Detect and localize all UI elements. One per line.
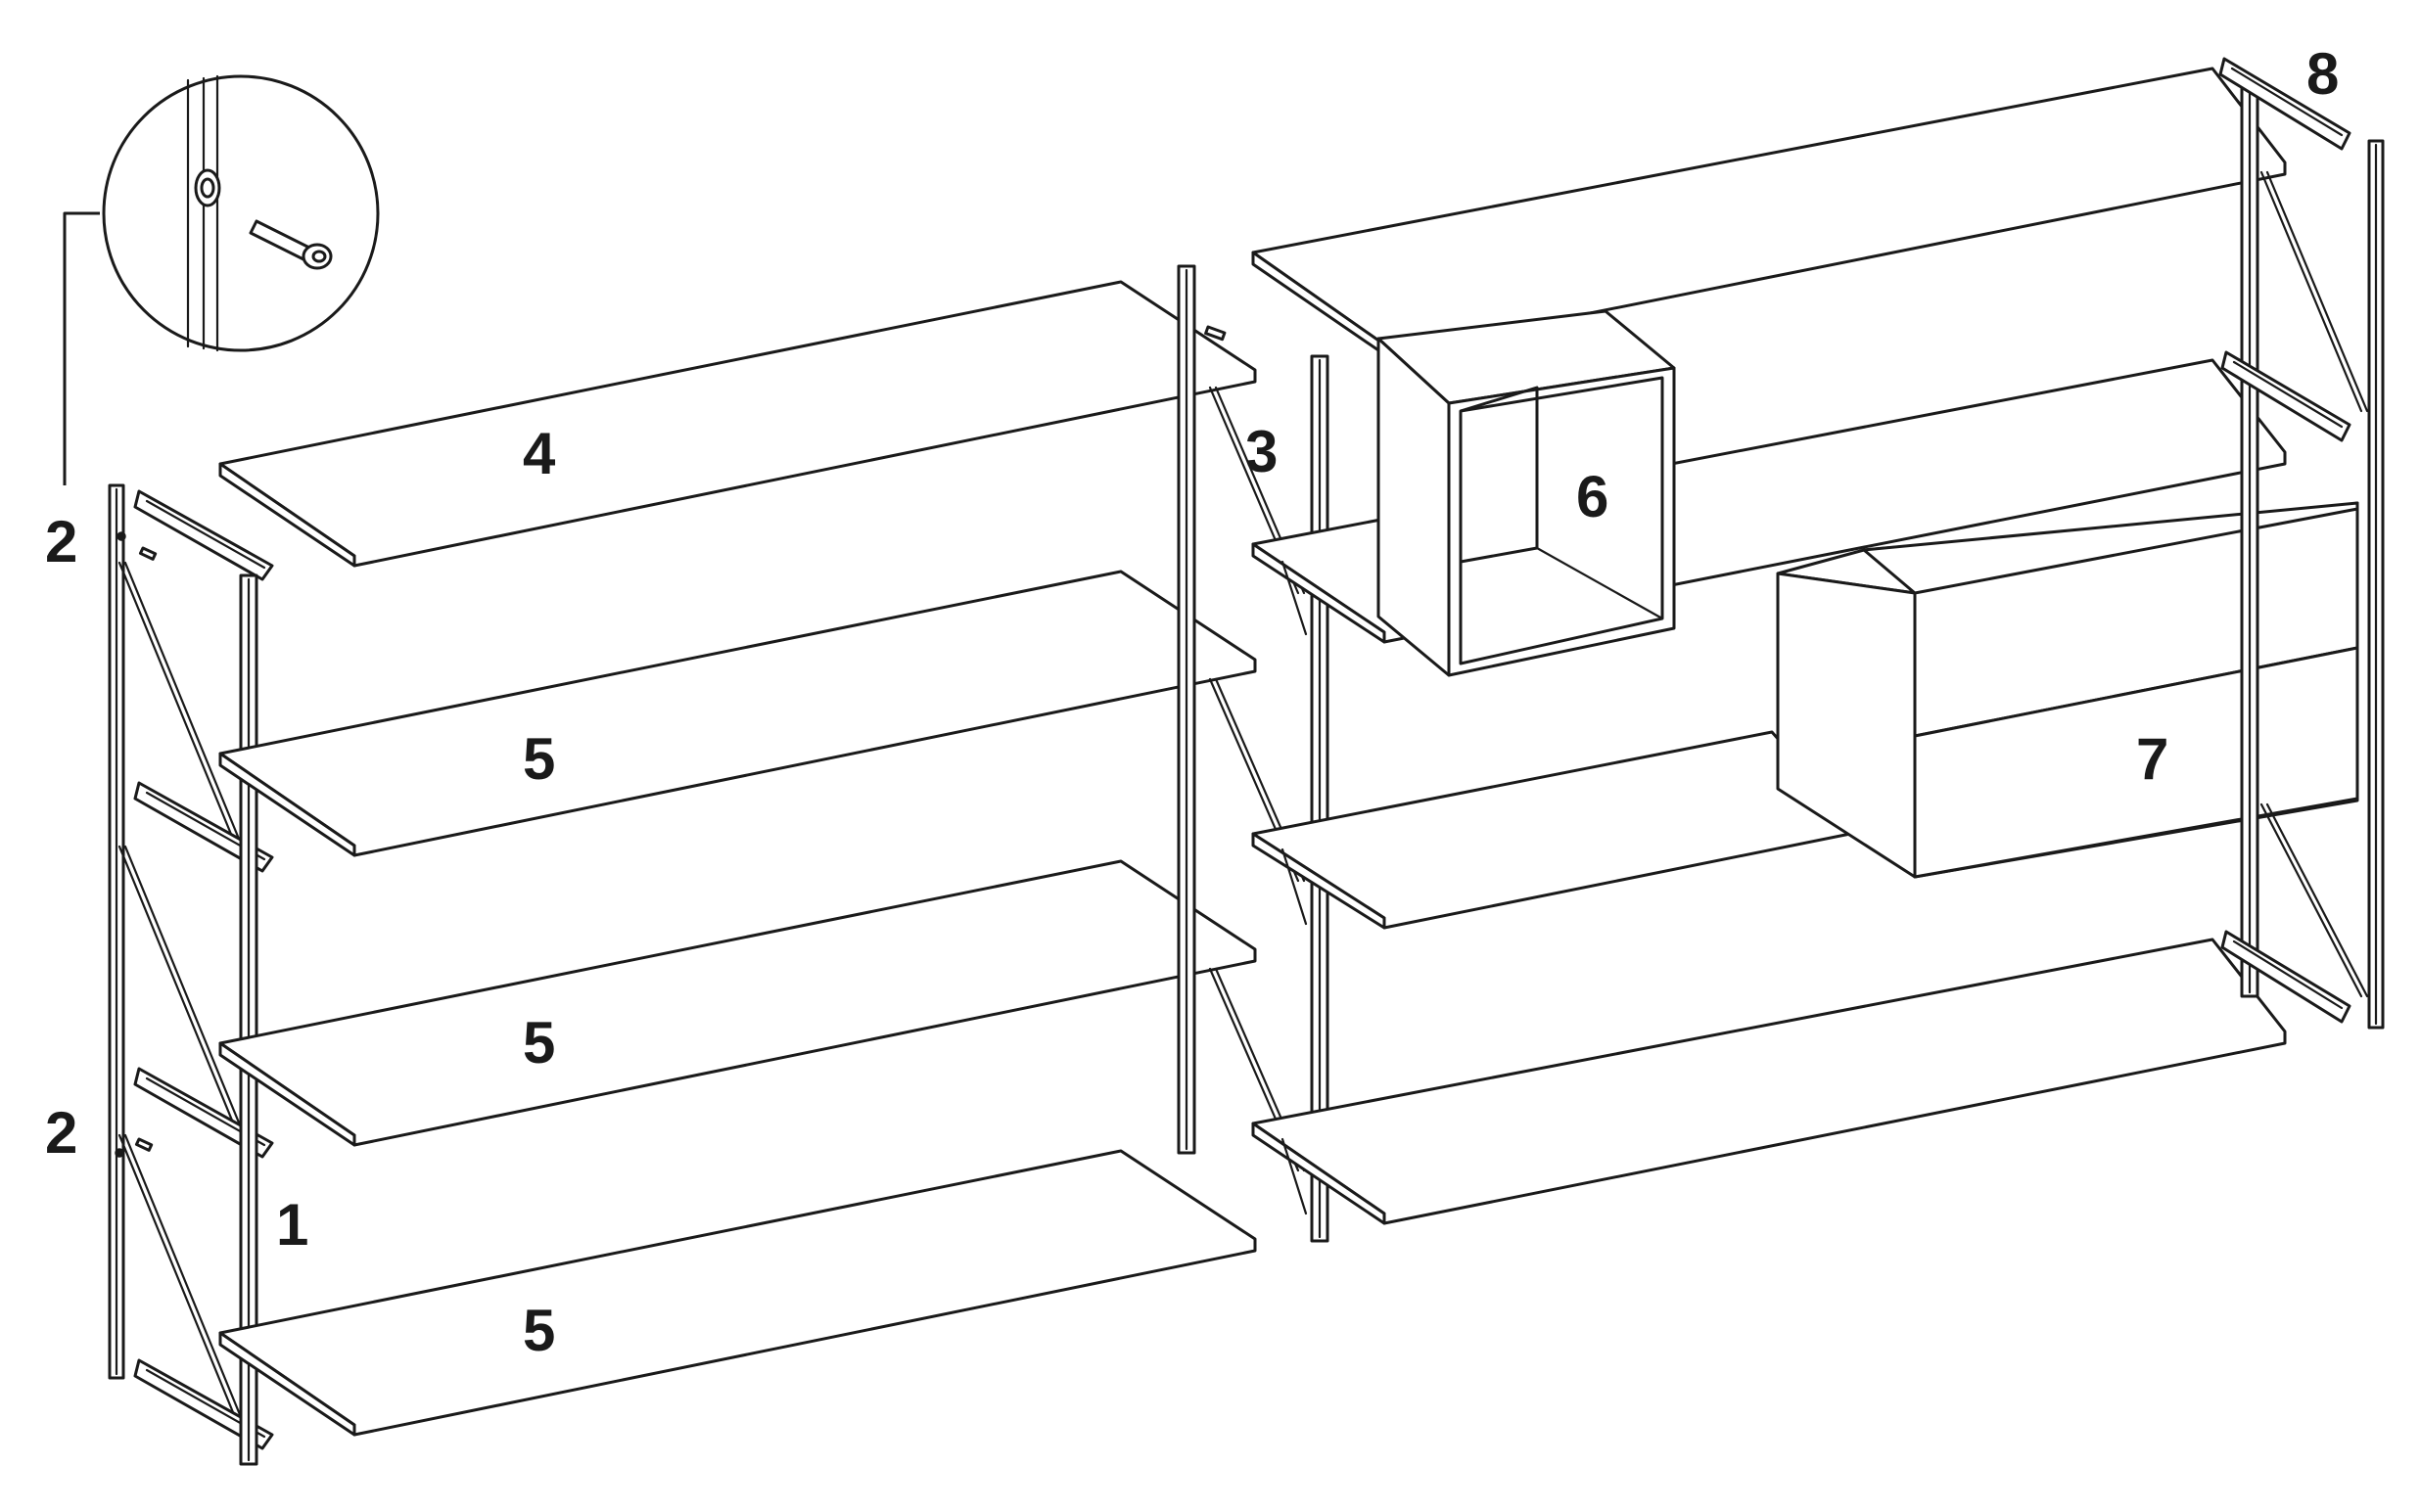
back-upright-left bbox=[1177, 264, 1227, 1155]
shelf-b-left bbox=[218, 859, 1257, 1147]
detail-screw-icon bbox=[249, 219, 333, 270]
callout-open-cube: 6 bbox=[1576, 464, 1608, 529]
open-cube bbox=[1376, 309, 1676, 677]
front-upright-left bbox=[239, 573, 258, 1466]
shelf-top-right bbox=[1251, 67, 2287, 356]
callout-labels: 1 2 2 3 4 5 5 5 6 7 8 bbox=[45, 41, 2339, 1363]
side-rail-left bbox=[108, 483, 125, 1380]
callout-upright-back: 3 bbox=[1245, 419, 1278, 484]
callout-drawer-unit: 7 bbox=[2136, 726, 2168, 792]
back-rods-left bbox=[1208, 386, 1306, 1172]
callout-shelf-b: 5 bbox=[523, 1010, 555, 1076]
wall-brackets-right bbox=[2218, 57, 2351, 1024]
callout-bracket-upper: 2 bbox=[45, 509, 77, 574]
screws-left bbox=[115, 531, 158, 1158]
right-assembly bbox=[1251, 57, 2385, 1243]
tie-rods-left bbox=[117, 561, 243, 1419]
front-brackets-right bbox=[1280, 560, 1308, 1215]
callout-bracket-lower: 2 bbox=[45, 1100, 77, 1166]
callout-shelf-c: 5 bbox=[523, 1298, 555, 1363]
detail-inset bbox=[63, 74, 380, 485]
callout-wall-bracket: 8 bbox=[2306, 41, 2339, 107]
wall-rail-right bbox=[2367, 139, 2385, 1030]
back-upright-right bbox=[2240, 84, 2259, 998]
callout-shelf-a: 5 bbox=[523, 726, 555, 792]
shelf-a-left bbox=[218, 570, 1257, 857]
callout-upright-front: 1 bbox=[276, 1192, 308, 1258]
shelf-c-left bbox=[218, 1149, 1257, 1437]
back-rods-right bbox=[2259, 170, 2369, 998]
shelf-top-left bbox=[218, 280, 1257, 568]
callout-top-shelf: 4 bbox=[523, 421, 556, 486]
side-brackets-left bbox=[133, 489, 274, 1450]
drawer-unit bbox=[1776, 501, 2359, 879]
shelf-third-right bbox=[1251, 730, 1862, 930]
left-assembly bbox=[108, 264, 1306, 1466]
shelf-bottom-right bbox=[1251, 938, 2287, 1225]
